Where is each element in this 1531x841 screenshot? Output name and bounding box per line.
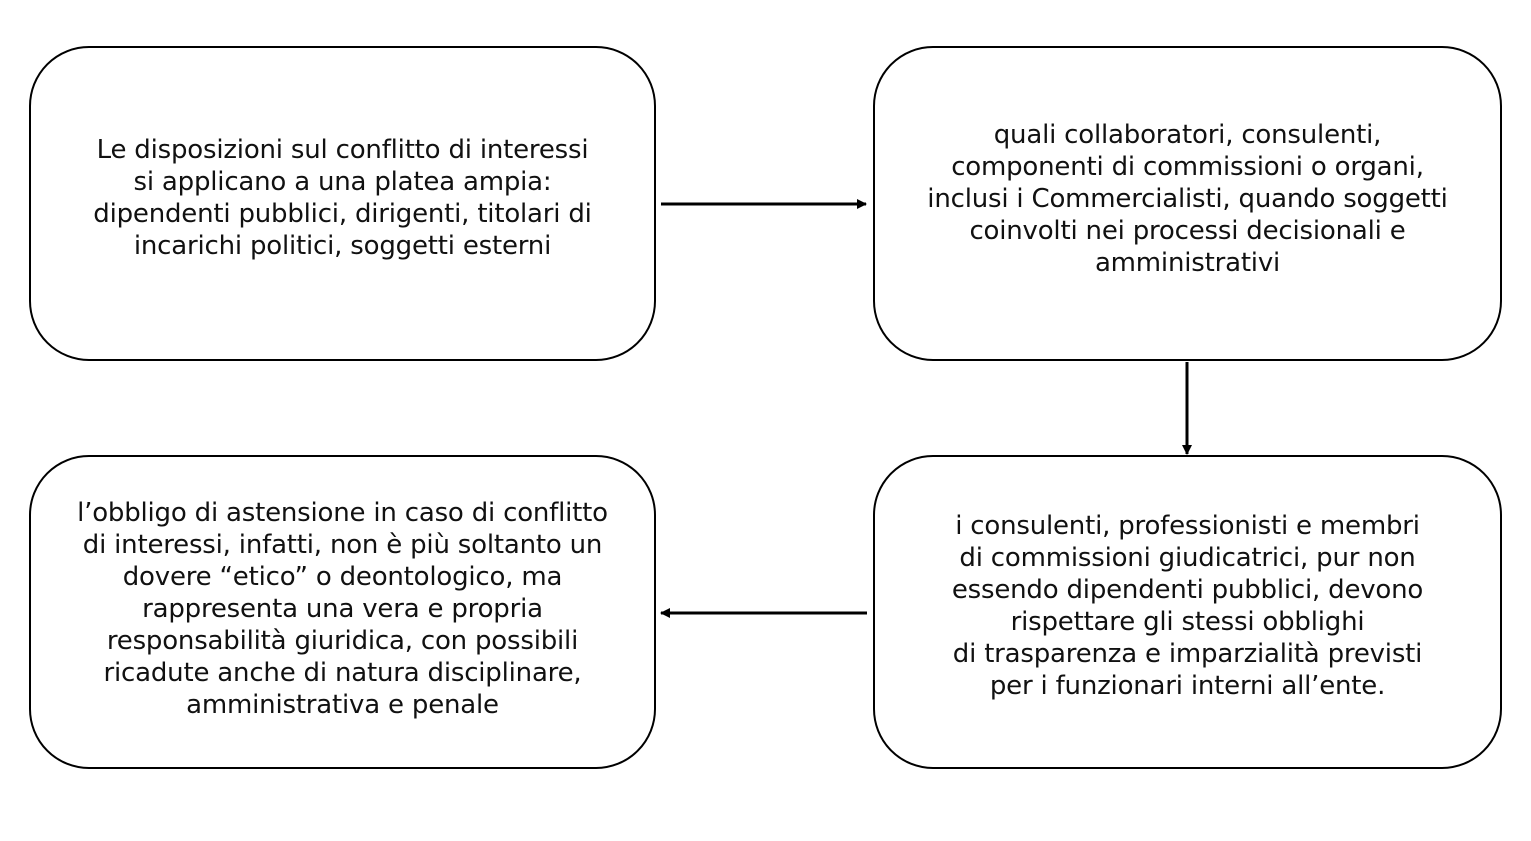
diagram-box-consulenti: i consulenti, professionisti e membri di… — [873, 455, 1502, 769]
box-text: l’obbligo di astensione in caso di confl… — [77, 498, 608, 720]
diagram-box-collaboratori: quali collaboratori, consulenti, compone… — [873, 46, 1502, 361]
diagram-box-obbligo-astensione: l’obbligo di astensione in caso di confl… — [29, 455, 656, 769]
box-text: quali collaboratori, consulenti, compone… — [927, 119, 1448, 278]
diagram-box-disposizioni: Le disposizioni sul conflitto di interes… — [29, 46, 656, 361]
box-text: i consulenti, professionisti e membri di… — [951, 511, 1424, 701]
box-text: Le disposizioni sul conflitto di interes… — [93, 134, 592, 261]
